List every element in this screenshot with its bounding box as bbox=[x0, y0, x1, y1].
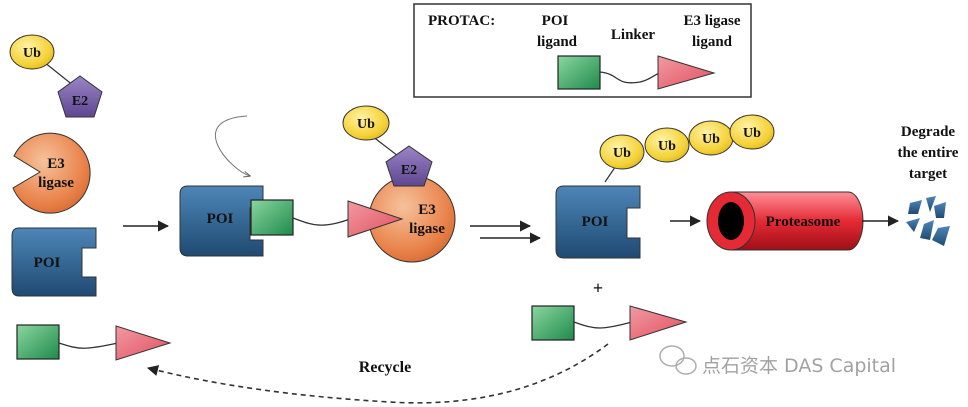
ternary-e3-label-line2: ligase bbox=[409, 221, 445, 237]
ubiquitinated-poi: Ub Ub Ub Ub POI bbox=[555, 114, 775, 259]
poi-label: POI bbox=[34, 255, 61, 271]
legend-linker: Linker bbox=[611, 27, 656, 43]
protac-e3-ligand bbox=[115, 325, 172, 361]
degrade-line2: the entire bbox=[898, 145, 959, 161]
released-linker bbox=[573, 321, 633, 329]
poly-ub-2 bbox=[644, 127, 690, 163]
proteasome-body bbox=[730, 191, 864, 251]
poly-ub-4 bbox=[729, 114, 775, 150]
watermark: 点石资本 DAS Capital bbox=[659, 345, 896, 377]
ternary-e3-ligand bbox=[347, 200, 404, 238]
proteasome: Proteasome bbox=[706, 191, 864, 251]
fragment-2 bbox=[926, 196, 936, 212]
proteasome-hole bbox=[718, 202, 744, 240]
ternary-ub bbox=[342, 105, 390, 141]
wechat-icon bbox=[659, 345, 697, 375]
poly-ub-1 bbox=[599, 134, 645, 170]
released-poi-ligand bbox=[531, 305, 575, 341]
degrade-line3: target bbox=[909, 166, 947, 182]
legend-poi-ligand-line1: POI bbox=[542, 13, 569, 29]
ternary-poi bbox=[179, 185, 264, 257]
fragment-6 bbox=[932, 226, 950, 246]
ternary-e3-label-line1: E3 bbox=[418, 202, 436, 218]
poly-ub-2-label: Ub bbox=[658, 139, 676, 154]
free-protac bbox=[16, 324, 172, 361]
degraded-fragments bbox=[906, 196, 950, 246]
e2-label: E2 bbox=[72, 94, 88, 109]
ternary-e2 bbox=[385, 145, 433, 187]
free-e3-ligase: E3 ligase bbox=[12, 132, 91, 214]
ubiquitinated-poi-label: POI bbox=[582, 214, 609, 230]
e3-label-line1: E3 bbox=[47, 156, 65, 172]
e3-label-line2: ligase bbox=[38, 175, 74, 191]
free-ub-e2: Ub E2 bbox=[9, 34, 103, 118]
ternary-poi-label: POI bbox=[207, 211, 234, 227]
legend-linker-line bbox=[599, 71, 661, 84]
e3-ligase-pacman bbox=[12, 132, 91, 214]
ternary-e2-label: E2 bbox=[401, 163, 417, 178]
fragment-3 bbox=[934, 202, 946, 218]
fragment-1 bbox=[908, 200, 922, 214]
legend-e3-ligand-triangle bbox=[657, 55, 716, 90]
fragment-5 bbox=[920, 220, 934, 240]
ub-transfer-arrow bbox=[214, 115, 250, 176]
legend-poi-ligand-line2: ligand bbox=[537, 34, 578, 50]
legend-e3-ligand-line1: E3 ligase bbox=[683, 13, 740, 29]
poly-ub-3-label: Ub bbox=[702, 132, 720, 147]
legend-title: PROTAC: bbox=[428, 13, 495, 29]
ternary-complex: POI E3 ligase Ub E2 bbox=[179, 105, 456, 263]
recycle-arrow bbox=[146, 343, 609, 404]
poly-ub-4-label: Ub bbox=[743, 126, 761, 141]
proteasome-label: Proteasome bbox=[766, 214, 841, 230]
recycle-label: Recycle bbox=[359, 359, 411, 376]
ternary-linker bbox=[292, 217, 351, 226]
released-e3-ligand bbox=[629, 305, 688, 341]
protac-poi-ligand bbox=[16, 324, 60, 360]
protac-legend: PROTAC: POI ligand Linker E3 ligase liga… bbox=[413, 3, 752, 98]
ternary-poi-ligand bbox=[250, 199, 294, 236]
ub-molecule bbox=[9, 34, 55, 70]
ubiquitinated-poi-shape bbox=[555, 185, 641, 259]
free-poi: POI bbox=[11, 227, 97, 297]
poi-shape bbox=[11, 227, 97, 297]
legend-e3-ligand-line2: ligand bbox=[692, 34, 733, 50]
legend-poi-ligand-square bbox=[557, 55, 601, 90]
degrade-line1: Degrade bbox=[901, 124, 955, 140]
ternary-ub-label: Ub bbox=[357, 117, 375, 132]
watermark-text: 点石资本 DAS Capital bbox=[702, 355, 896, 377]
e2-pentagon bbox=[57, 75, 103, 118]
degrade-label: Degrade the entire target bbox=[898, 124, 959, 182]
fragment-4 bbox=[906, 218, 920, 232]
plus-sign: + bbox=[593, 278, 603, 298]
released-protac bbox=[531, 305, 688, 341]
ub-label: Ub bbox=[23, 46, 41, 61]
poly-ub-1-label: Ub bbox=[613, 146, 631, 161]
protac-linker bbox=[58, 342, 119, 349]
